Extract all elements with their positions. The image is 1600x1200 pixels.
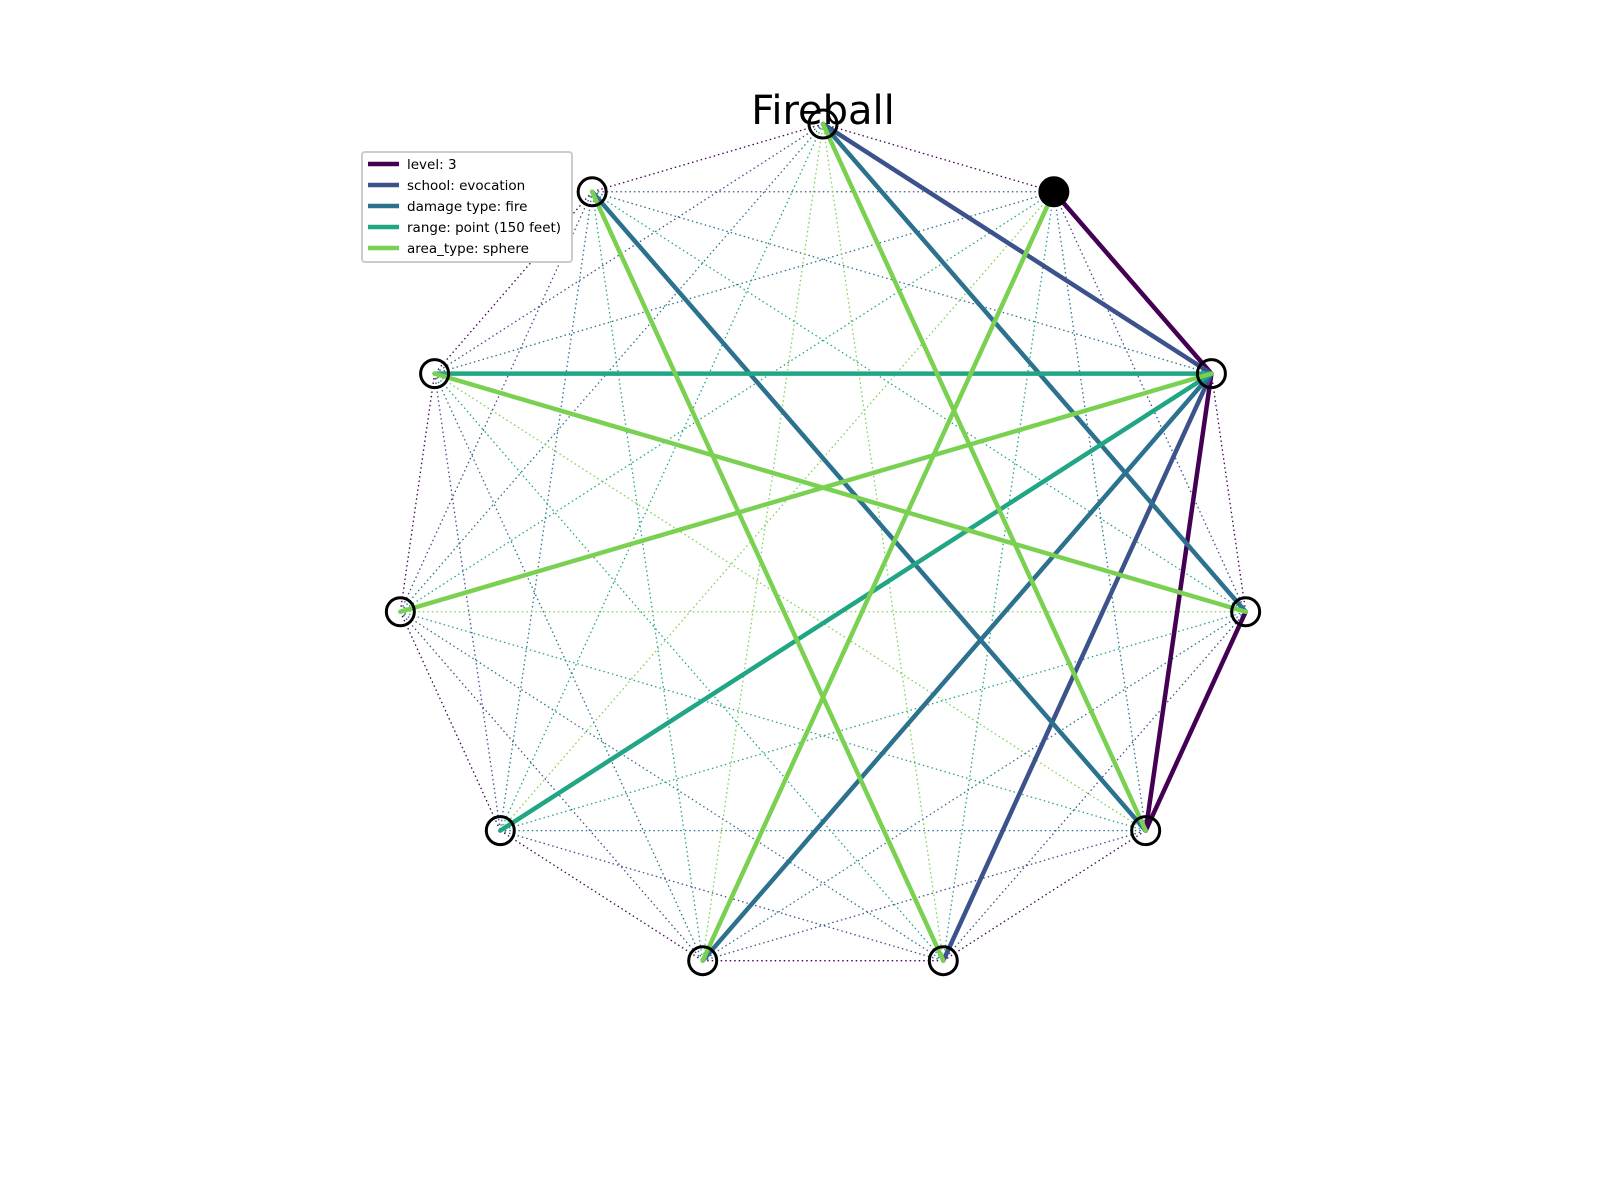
legend-label: level: 3 [407,157,457,173]
dotted-edge [499,123,824,831]
dotted-edge [434,123,824,375]
dotted-edge [591,191,1247,613]
edge-school [820,121,1214,376]
node [1230,596,1262,628]
edge-level [1143,609,1248,833]
dotted-edge [942,611,1247,962]
node [1195,358,1227,390]
legend-label: range: point (150 feet) [407,220,561,236]
node [384,596,416,628]
dotted-edge [499,191,593,831]
legend-label: damage type: fire [407,199,528,215]
node [576,176,608,208]
edge-damage-type [589,189,1148,833]
edge-level [1143,371,1214,833]
node [927,945,959,977]
edge-area-type [700,189,1057,963]
legend: level: 3 school: evocation damage type: fi… [361,151,573,263]
edge-school [941,371,1214,963]
dotted-edge [822,123,944,961]
dotted-edge [499,830,704,962]
dotted-edge [591,123,824,193]
dotted-edge [702,830,1146,962]
highlighted-edges-layer [398,121,1248,963]
edge-area-type [398,371,1214,615]
chart-title: Fireball [751,88,895,134]
edge-area-type [589,189,946,963]
dotted-edge [500,830,944,962]
legend-box [361,151,573,263]
dotted-edge [942,191,1055,961]
dotted-edge [399,373,436,612]
node [1130,815,1162,847]
dotted-edge [400,611,1146,832]
dotted-edge [433,373,501,831]
nodes-layer [384,108,1262,977]
node [687,945,719,977]
node-filled [1038,176,1070,208]
dotted-edge [433,373,704,961]
dotted-edge [591,191,1212,375]
dotted-edge [702,123,824,961]
dotted-edge [399,611,704,962]
edge-area-type [820,121,1148,833]
legend-label: school: evocation [407,178,525,194]
dotted-edge [822,123,1055,193]
node [484,815,516,847]
dotted-edge [1053,191,1247,613]
node [419,358,451,390]
dotted-edge [591,191,704,961]
dotted-edge [499,191,1055,832]
dotted-edge [500,611,1246,832]
edge-damage-type [820,121,1248,615]
edge-area-type [432,371,1248,615]
dotted-edge [434,373,1147,832]
dotted-edge [399,191,1055,613]
node [807,108,839,140]
dotted-edge [434,373,944,962]
edge-level [1051,189,1214,376]
edge-damage-type [700,371,1214,963]
legend-label: area_type: sphere [407,241,529,257]
edge-range [498,371,1214,833]
